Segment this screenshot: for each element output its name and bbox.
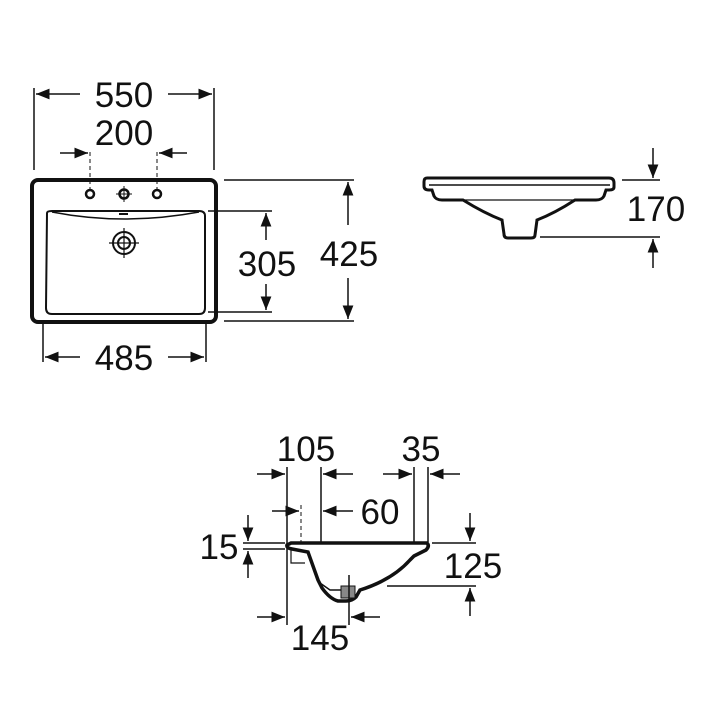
dim-overall-depth: 425 [320,235,378,274]
dim-bowl-depth: 125 [444,547,502,586]
section-view: 105 35 60 15 125 145 [200,430,503,658]
dim-rim-thickness: 15 [200,528,239,567]
basin-side-profile [422,176,616,240]
basin-outline [30,178,218,324]
basin-inner-wall [307,551,345,591]
side-view: 170 [422,148,685,268]
waste-outlet [340,585,356,599]
bowl-front-edge [51,211,200,220]
dim-overflow-offset: 60 [361,493,400,532]
dim-overall-width: 550 [95,76,153,115]
tap-hole-left [84,188,96,200]
tap-hole-center [116,186,132,202]
dim-basin-inner-width: 485 [95,339,153,378]
bowl-outline [44,210,206,315]
dim-rim-edge: 35 [402,430,441,469]
dim-rim-to-overflow: 105 [277,430,335,469]
dim-overall-height: 170 [627,190,685,229]
dim-waste-offset: 145 [291,619,349,658]
overflow-bracket [290,548,305,564]
top-view: 550 200 [30,76,378,378]
drain-icon [109,228,139,258]
tap-hole-right [151,188,163,200]
dim-tap-spacing: 200 [95,114,153,153]
basin-section-profile [285,541,431,603]
dim-basin-inner-depth: 305 [238,245,296,284]
